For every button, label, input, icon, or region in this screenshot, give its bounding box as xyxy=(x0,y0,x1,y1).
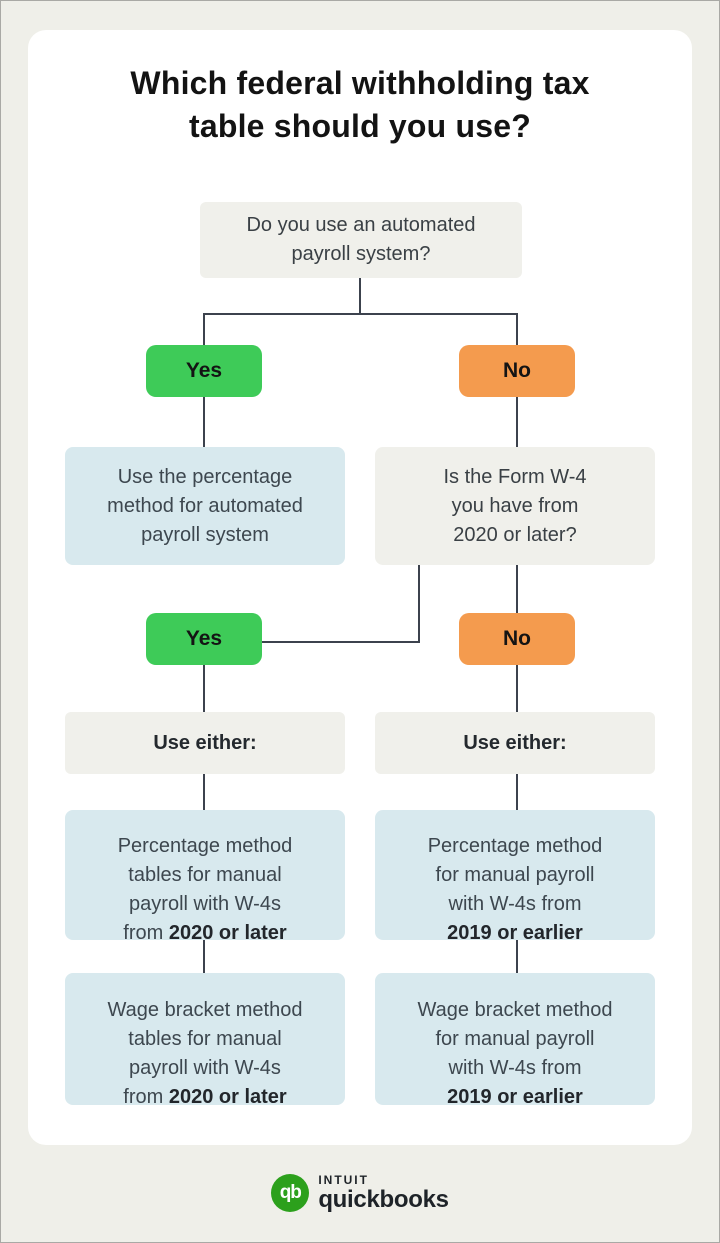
result-text: Wage bracket method for manual payroll w… xyxy=(417,998,613,1079)
connector-yes1-down xyxy=(203,397,205,447)
connector-q1-stub xyxy=(359,278,361,314)
connector-ue-left-down xyxy=(203,774,205,810)
result-text: Percentage method tables for manual payr… xyxy=(117,834,293,944)
result-wage-bracket-2020: Wage bracket method tables for manual pa… xyxy=(65,973,345,1108)
brand-wordmark: INTUIT quickbooks xyxy=(318,1173,449,1213)
connector-q1-no-drop xyxy=(516,313,518,347)
result-text: Wage bracket method tables for manual pa… xyxy=(107,998,303,1108)
connector-yes2-down xyxy=(203,665,205,712)
connector-pct-left-down xyxy=(203,940,205,973)
page-title: Which federal withholding tax table shou… xyxy=(130,65,590,144)
intuit-label: INTUIT xyxy=(318,1173,369,1187)
connector-q2-yes-drop xyxy=(418,565,420,643)
result-bold: 2020 or later xyxy=(168,921,287,944)
connector-q2-yes-horizontal xyxy=(262,641,420,643)
connector-pct-right-down xyxy=(516,940,518,973)
quickbooks-logo-icon: qb xyxy=(271,1174,310,1212)
connector-q2-no-drop xyxy=(516,565,518,613)
connector-q1-branch xyxy=(203,313,518,315)
result-percentage-manual-2019: Percentage method for manual payroll wit… xyxy=(375,810,655,944)
use-either-right: Use either: xyxy=(375,712,655,774)
result-percentage-manual-2020: Percentage method tables for manual payr… xyxy=(65,810,345,944)
yes-badge-2: Yes xyxy=(146,613,262,665)
connector-no1-down xyxy=(516,397,518,447)
yes-badge-1: Yes xyxy=(146,345,262,397)
result-bold: 2020 or later xyxy=(168,1085,287,1108)
question-automated-payroll: Do you use an automated payroll system? xyxy=(200,202,522,278)
connector-ue-right-down xyxy=(516,774,518,810)
no-badge-1: No xyxy=(459,345,575,397)
result-bold: 2019 or earlier xyxy=(447,921,583,944)
result-wage-bracket-2019: Wage bracket method for manual payroll w… xyxy=(375,973,655,1108)
quickbooks-label: quickbooks xyxy=(318,1186,449,1213)
footer-brand: qb INTUIT quickbooks xyxy=(0,1174,720,1212)
use-either-left: Use either: xyxy=(65,712,345,774)
connector-no2-down xyxy=(516,665,518,712)
no-badge-2: No xyxy=(459,613,575,665)
result-automated-payroll: Use the percentage method for automated … xyxy=(65,447,345,565)
qb-monogram: qb xyxy=(279,1182,302,1203)
result-bold: 2019 or earlier xyxy=(447,1085,583,1108)
connector-q1-yes-drop xyxy=(203,313,205,347)
result-text: Percentage method for manual payroll wit… xyxy=(427,834,603,915)
question-w4-year: Is the Form W-4 you have from 2020 or la… xyxy=(375,447,655,565)
